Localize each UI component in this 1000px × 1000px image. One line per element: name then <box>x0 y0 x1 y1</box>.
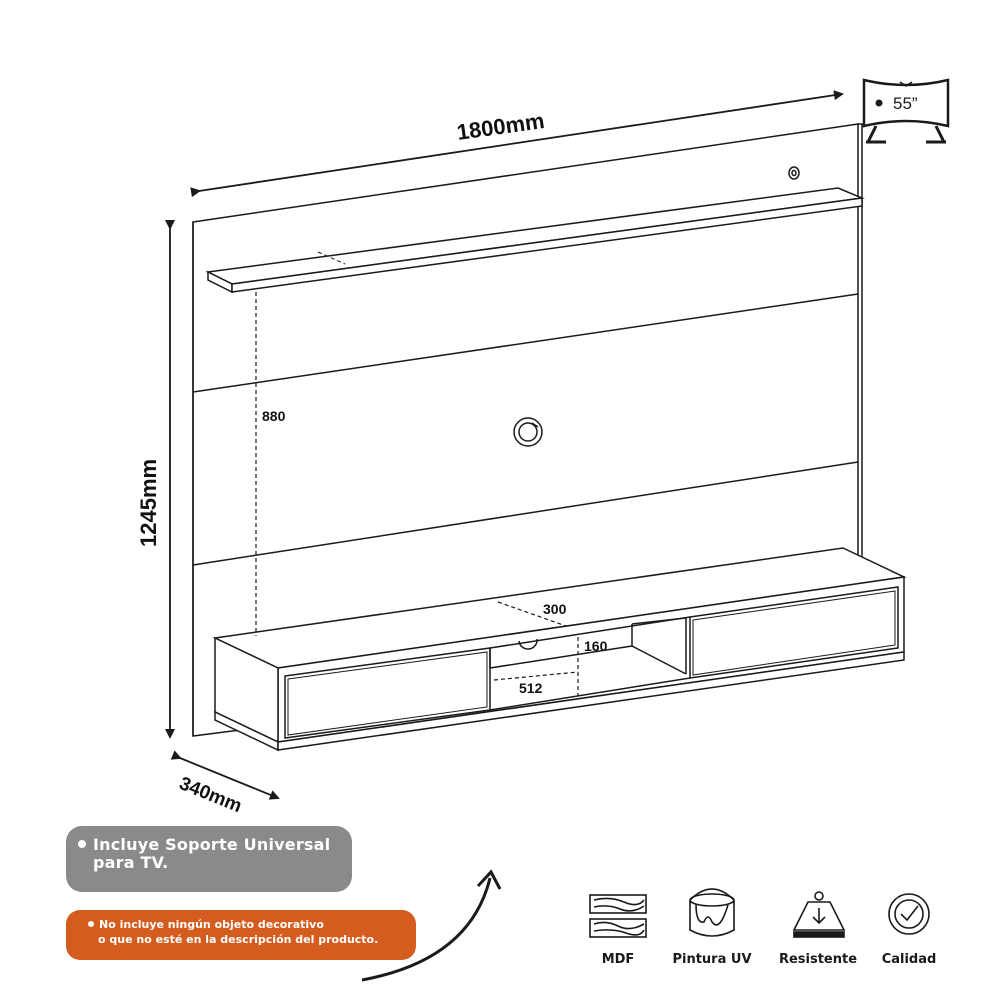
feature-label-calidad: Calidad <box>881 952 937 967</box>
open-niche <box>489 616 691 711</box>
paint-can-icon <box>689 888 735 937</box>
disclaimer-line2: o que no esté en la descripción del prod… <box>98 933 379 946</box>
feature-label-resistente: Resistente <box>778 952 858 967</box>
niche-height-label: 160 <box>584 638 608 654</box>
niche-width-label: 512 <box>519 680 543 696</box>
weight-icon <box>792 891 846 938</box>
shelf-height-label: 880 <box>262 408 286 424</box>
tv-size-text: 55” <box>893 94 918 113</box>
height-label: 1245mm <box>136 459 161 547</box>
tv-rack <box>212 547 907 752</box>
shelf-hidden-line <box>317 251 346 265</box>
bullet-icon <box>88 921 94 927</box>
dimension-lines <box>165 90 844 800</box>
top-shelf <box>205 187 865 294</box>
support-note: Incluye Soporte Universal para TV. <box>66 826 352 892</box>
drawer-doors <box>284 586 899 739</box>
disclaimer-line1: No incluye ningún objeto decorativo <box>99 918 324 931</box>
feature-label-pintura: Pintura UV <box>672 952 752 967</box>
cable-hole-center <box>513 417 543 447</box>
support-note-line2: para TV. <box>93 853 169 872</box>
disclaimer-note: No incluye ningún objeto decorativo o qu… <box>66 910 416 960</box>
tv-icon <box>862 78 950 128</box>
inner-measure-lines <box>255 292 579 696</box>
curved-arrow <box>361 877 492 982</box>
quality-check-icon <box>888 893 930 935</box>
tv-size-badge: 55” <box>862 78 950 144</box>
feature-label-mdf: MDF <box>601 952 635 967</box>
width-label: 1800mm <box>455 108 546 145</box>
mdf-wood-icon <box>589 894 647 938</box>
bullet-icon <box>78 839 86 848</box>
support-note-line1: Incluye Soporte Universal <box>93 835 331 854</box>
curved-arrow-head <box>476 869 502 890</box>
niche-depth-label: 300 <box>543 601 567 617</box>
